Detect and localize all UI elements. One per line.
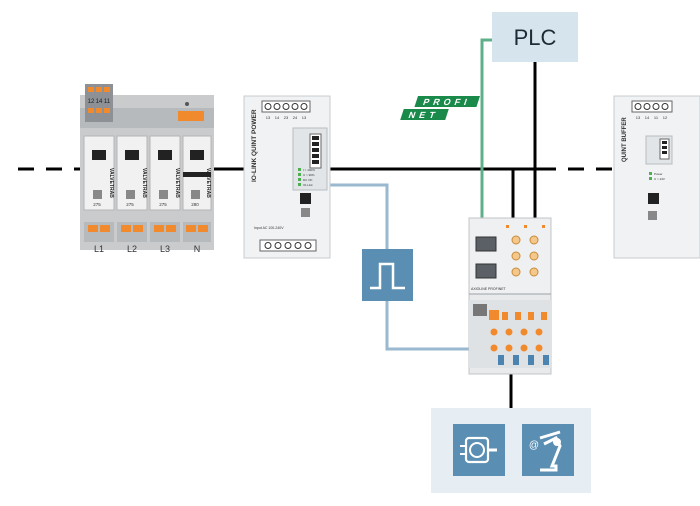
power-supply-bottom-terminals: [259, 239, 317, 252]
ps-top-terminal-1: 13: [266, 115, 271, 120]
profinet-logo: PROFI NET: [400, 96, 480, 120]
profinet-line: [480, 38, 492, 225]
surge-plug-4-brand: VALVETRAB: [205, 168, 211, 198]
power-supply-status-panel: I > 100% U > 90% DC OK IO-Link: [292, 127, 328, 191]
ps-status-iolink: IO-Link: [303, 183, 313, 187]
surge-plug-1[interactable]: VALVETRAB 275: [83, 135, 115, 211]
power-supply-module[interactable]: 13 14 23 24 13 IO-LINK QUINT POWER I > 1…: [243, 95, 331, 259]
surge-plug-1-code: 275: [93, 202, 101, 207]
surge-plug-2-code: 275: [126, 202, 134, 207]
surge-plug-2-brand: VALVETRAB: [141, 168, 147, 198]
power-supply-top-terminals: 13 14 23 24 13: [261, 100, 311, 120]
io-station-bus-label: PROFINET: [488, 287, 507, 291]
surge-plug-3-code: 275: [159, 202, 167, 207]
surge-plug-4-code: 280: [191, 202, 199, 207]
svg-text:@: @: [529, 440, 539, 451]
surge-terminal-n: N: [194, 244, 201, 254]
power-supply-logo: [300, 193, 311, 204]
profinet-logo-line2: NET: [407, 110, 440, 120]
ps-top-terminal-5: 13: [302, 115, 307, 120]
surge-terminal-l1: L1: [94, 244, 104, 254]
buffer-status-voltage: U > 24V: [654, 177, 665, 181]
buffer-terminal-2: 14: [645, 115, 650, 120]
buffer-logo: [648, 193, 659, 204]
surge-plug-2[interactable]: VALVETRAB 275: [116, 135, 148, 211]
surge-plug-1-brand: VALVETRAB: [108, 168, 114, 198]
ethernet-port-2[interactable]: [475, 263, 497, 279]
io-station-tag: AXIOLINE: [471, 287, 488, 291]
ps-top-terminal-4: 24: [293, 115, 298, 120]
surge-plug-3-brand: VALVETRAB: [174, 168, 180, 198]
ps-top-terminal-3: 23: [284, 115, 289, 120]
surge-protection-module[interactable]: 12 14 11 VALVETRAB 275 VALVETRAB 275 VAL…: [80, 84, 214, 254]
buffer-terminal-3: 11: [654, 115, 659, 120]
actuator-panel: @: [431, 408, 591, 493]
surge-top-terminal-12: 12: [88, 99, 95, 105]
ps-status-dcok: DC OK: [303, 178, 313, 182]
surge-bottom-terminals: L1 L2 L3 N: [84, 222, 211, 254]
power-supply-input: Input AC 100-240V: [254, 226, 284, 230]
power-supply-qr: [301, 208, 310, 217]
surge-terminal-l3: L3: [160, 244, 170, 254]
buffer-terminal-4: 12: [663, 115, 668, 120]
surge-top-terminal-14: 14: [96, 99, 103, 105]
ethernet-port-1[interactable]: [475, 236, 497, 252]
buffer-brand: QUINT BUFFER: [622, 117, 628, 162]
plc-box[interactable]: PLC: [492, 12, 578, 62]
square-wave-icon: [362, 249, 413, 301]
surge-plug-4[interactable]: VALVETRAB 280: [182, 135, 212, 211]
power-supply-brand: IO-LINK QUINT POWER: [251, 109, 258, 182]
robot-arm-icon[interactable]: @: [522, 424, 574, 476]
ps-top-terminal-2: 14: [275, 115, 280, 120]
buffer-top-terminals: 13 14 11 12: [631, 100, 673, 120]
io-station[interactable]: AXIOLINE PROFINET: [468, 217, 552, 375]
buffer-terminal-1: 13: [636, 115, 641, 120]
buffer-status-power: Power: [654, 172, 663, 176]
io-connector-row: [490, 312, 549, 365]
ps-status-voltage: U > 90%: [303, 173, 315, 177]
surge-terminal-l2: L2: [127, 244, 137, 254]
plc-label: PLC: [514, 25, 557, 50]
buffer-status-panel: Power U > 24V: [645, 135, 673, 181]
ps-status-current: I > 100%: [303, 168, 315, 172]
profinet-logo-line1: PROFI: [422, 97, 473, 107]
surge-plug-3[interactable]: VALVETRAB 275: [149, 135, 181, 211]
buffer-module[interactable]: 13 14 11 12 QUINT BUFFER Power U > 24V: [613, 95, 700, 259]
surge-top-terminal-11: 11: [104, 99, 111, 105]
motor-icon[interactable]: [453, 424, 505, 476]
buffer-qr: [648, 211, 657, 220]
